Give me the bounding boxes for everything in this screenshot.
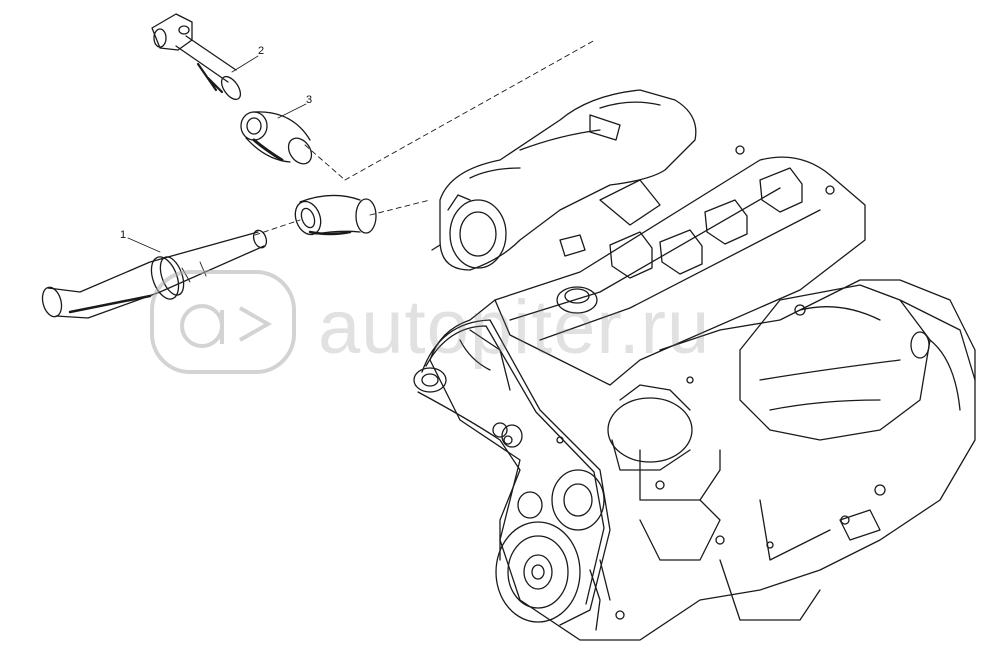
throttle-body <box>449 199 507 269</box>
assembly-lines <box>254 39 596 236</box>
cam-cover <box>494 156 866 386</box>
elbow-hose <box>294 194 377 236</box>
accessory-belt-drive <box>413 319 611 626</box>
engine-block-assembly <box>413 89 976 641</box>
watermark-logo <box>150 270 296 374</box>
callout-part-3: 3 <box>306 94 313 106</box>
idler-pulley <box>517 491 543 519</box>
callout-part-1: 1 <box>120 229 127 241</box>
part-3-hose <box>240 111 313 165</box>
bolts <box>492 145 886 620</box>
leader-2 <box>231 55 259 73</box>
exhaust-manifold <box>739 284 931 441</box>
oil-filler-cap <box>556 286 598 314</box>
oil-pan <box>719 559 821 621</box>
ignition-coils <box>609 167 803 279</box>
part-2-pipe-with-flange <box>151 13 242 101</box>
crank-pulley <box>495 521 581 623</box>
water-pump-housing <box>607 397 693 463</box>
watermark-text: autopiter.ru <box>318 285 711 370</box>
leader-3 <box>277 103 307 119</box>
tensioner-pulley <box>551 469 605 531</box>
leader-1 <box>127 237 161 253</box>
callout-part-2: 2 <box>258 45 265 57</box>
intake-manifold <box>439 89 697 271</box>
